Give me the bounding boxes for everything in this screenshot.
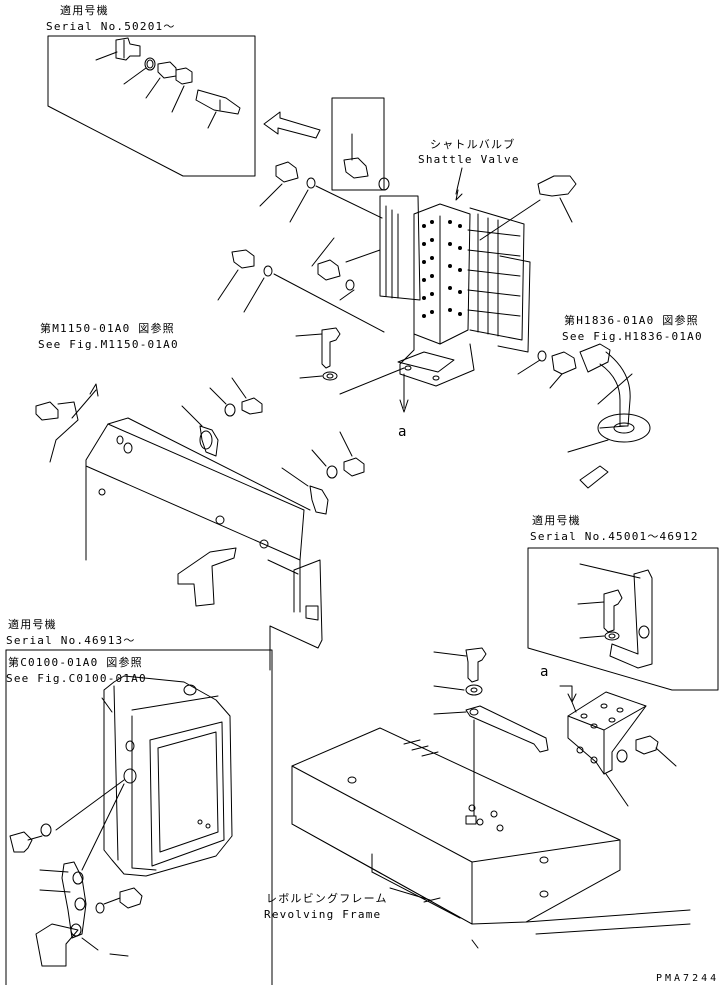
right-inset-applicable-label: 適用号機	[532, 514, 581, 527]
ref-m1150-jp-label: 第M1150-01A0 図参照	[40, 322, 175, 335]
valve-fittings-right	[479, 175, 651, 489]
shuttle-valve-body	[379, 167, 531, 387]
left-inset-applicable-label: 適用号機	[8, 618, 57, 631]
ref-m1150-en-label: See Fig.M1150-01A0	[38, 338, 179, 351]
shuttle-valve-en-label: Shattle Valve	[418, 153, 520, 166]
drawing-code-label: PMA7244	[656, 973, 720, 984]
pointer-arrow-to-inset	[263, 111, 321, 139]
cab-cover-assembly	[35, 377, 365, 671]
callout-a-arrow	[559, 685, 577, 703]
ref-c0100-en-label: See Fig.C0100-01A0	[6, 672, 147, 685]
revolving-frame-en-label: Revolving Frame	[264, 908, 382, 921]
top-inset-frame	[47, 35, 256, 177]
left-inset-frame	[5, 649, 273, 985]
top-inset-applicable-label: 適用号機	[60, 4, 109, 17]
revolving-frame	[291, 727, 691, 949]
top-inset-parts	[95, 37, 241, 129]
left-inset-serial-label: Serial No.46913～	[6, 634, 136, 647]
revolving-frame-jp-label: レボルビングフレーム	[266, 892, 388, 905]
ref-h1836-en-label: See Fig.H1836-01A0	[562, 330, 703, 343]
ref-h1836-jp-label: 第H1836-01A0 図参照	[564, 314, 699, 327]
top-inset-serial-label: Serial No.50201～	[46, 20, 176, 33]
callout-a-bottom: a	[540, 664, 549, 680]
radiator-assembly	[9, 675, 233, 967]
valve-fittings-left	[217, 161, 409, 413]
right-inset-frame	[527, 547, 719, 691]
valve-detail-box	[331, 97, 390, 191]
callout-a-top: a	[398, 424, 407, 440]
shuttle-valve-jp-label: シャトルバルブ	[430, 138, 516, 151]
ref-c0100-jp-label: 第C0100-01A0 図参照	[8, 656, 143, 669]
right-inset-serial-label: Serial No.45001～46912	[530, 530, 699, 543]
frame-bracket-and-bolts	[433, 647, 677, 817]
right-inset-parts	[577, 563, 653, 669]
